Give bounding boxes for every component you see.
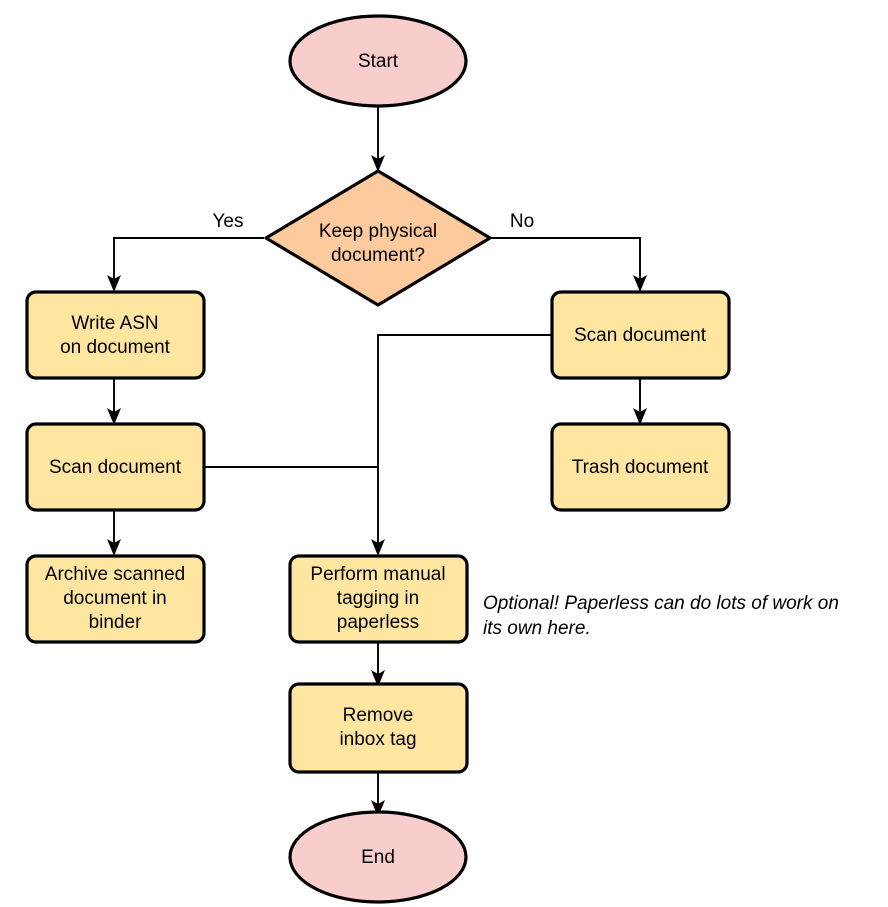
annotation-note-line1: Optional! Paperless can do lots of work …: [483, 593, 839, 614]
node-perform-manual-tagging[interactable]: Perform manual tagging in paperless: [288, 554, 469, 644]
node-decision-keep-physical-document[interactable]: Keep physical document?: [264, 169, 492, 307]
node-remove-inbox-label-line1: Remove: [343, 705, 414, 726]
edge-scanleft-to-archive: [107, 511, 121, 556]
edge-label-yes: Yes: [213, 211, 244, 232]
edge-decision-yes: Yes: [107, 211, 264, 292]
node-start-label: Start: [358, 51, 399, 72]
edge-removeinbox-to-end: [371, 772, 385, 817]
node-scan-document-left[interactable]: Scan document: [25, 422, 206, 512]
node-end-label: End: [361, 847, 395, 868]
node-write-asn[interactable]: Write ASN on document: [25, 290, 206, 380]
node-tagging-label-line2: tagging in: [337, 588, 419, 609]
node-archive-scanned-document[interactable]: Archive scanned document in binder: [25, 554, 206, 644]
node-trash-document-label: Trash document: [572, 457, 709, 478]
edge-label-no: No: [510, 211, 534, 232]
node-remove-inbox-tag[interactable]: Remove inbox tag: [288, 682, 469, 774]
node-write-asn-label-line2: on document: [60, 337, 171, 358]
edge-writeasn-to-scanleft: [107, 379, 121, 425]
node-tagging-label-line1: Perform manual: [310, 564, 445, 585]
edge-scanright-to-tagging: [371, 334, 551, 556]
node-remove-inbox-label-line2: inbox tag: [339, 729, 416, 750]
node-decision-label-line2: document?: [331, 245, 425, 266]
node-archive-label-line1: Archive scanned: [45, 564, 185, 585]
node-tagging-label-line3: paperless: [337, 612, 419, 633]
node-scan-document-right[interactable]: Scan document: [550, 290, 731, 380]
edge-tagging-to-removeinbox: [371, 643, 385, 687]
node-write-asn-label-line1: Write ASN: [71, 313, 158, 334]
annotation-note: Optional! Paperless can do lots of work …: [483, 593, 839, 639]
node-end[interactable]: End: [288, 810, 468, 904]
node-start[interactable]: Start: [288, 14, 468, 108]
edge-start-to-decision: [371, 107, 385, 172]
node-scan-document-right-label: Scan document: [574, 325, 707, 346]
node-trash-document[interactable]: Trash document: [550, 422, 731, 512]
node-scan-document-left-label: Scan document: [49, 457, 182, 478]
annotation-note-line2: its own here.: [483, 618, 591, 639]
node-decision-label-line1: Keep physical: [319, 221, 437, 242]
node-archive-label-line3: binder: [89, 612, 142, 633]
edge-scanright-to-trash: [633, 379, 647, 425]
node-archive-label-line2: document in: [63, 588, 167, 609]
edge-decision-no: No: [491, 211, 647, 292]
